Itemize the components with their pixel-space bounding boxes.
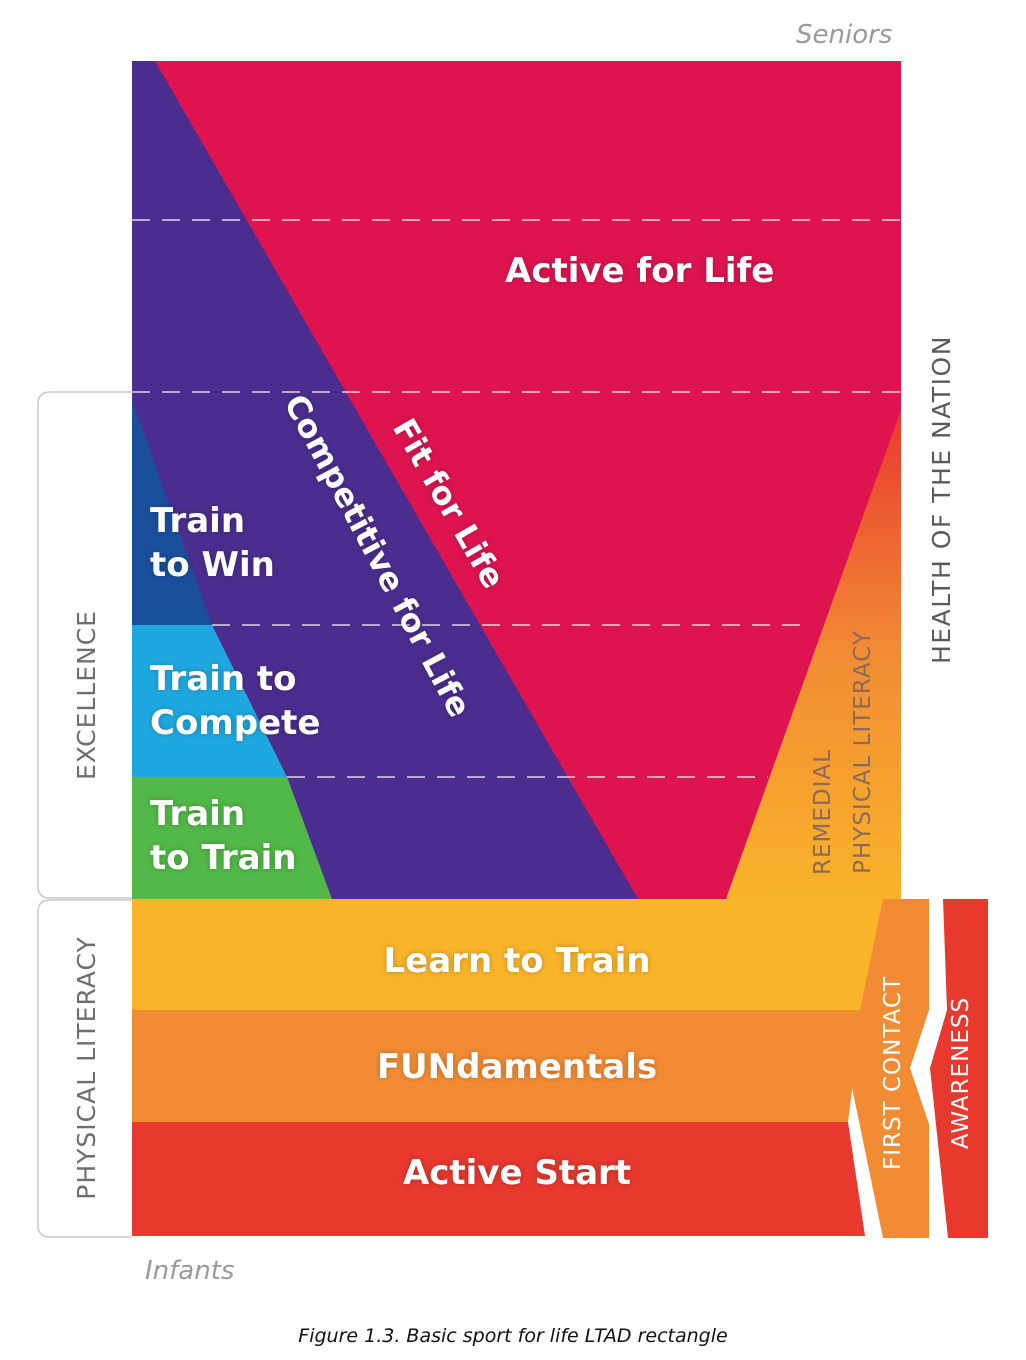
first-contact-shape (848, 899, 929, 1238)
fundamentals-band (132, 1010, 862, 1122)
train-to-train-area (132, 777, 332, 899)
physical-literacy-label: PHYSICAL LITERACY (72, 936, 101, 1200)
awareness-shape (930, 899, 988, 1238)
competitive-for-life-area (132, 61, 638, 899)
first-contact-label: FIRST CONTACT (880, 975, 906, 1171)
active-for-life-label: Active for Life (505, 251, 775, 291)
remedial-physical-literacy-area (726, 410, 901, 899)
remedial-label: REMEDIAL (810, 749, 836, 875)
health-of-the-nation-label: HEALTH OF THE NATION (927, 335, 956, 664)
learn-to-train-band (132, 899, 883, 1010)
figure-caption: Figure 1.3. Basic sport for life LTAD re… (298, 1325, 728, 1347)
train-to-win-label: Train to Win (150, 501, 275, 585)
excellence-label: EXCELLENCE (72, 610, 101, 780)
active-start-band (132, 1122, 865, 1236)
fundamentals-label: FUNdamentals (376, 1047, 658, 1087)
active-start-label: Active Start (402, 1153, 632, 1193)
train-to-compete-label: Train to Compete (150, 659, 321, 743)
age-divider-lines (132, 219, 901, 778)
awareness-label: AWARENESS (948, 996, 974, 1150)
train-to-compete-area (132, 625, 287, 777)
remedial-physical-literacy-label: PHYSICAL LITERACY (850, 630, 876, 874)
infants-label: Infants (145, 1256, 235, 1286)
physical-literacy-bracket (37, 899, 132, 1238)
excellence-bracket (37, 391, 132, 899)
train-to-train-label: Train to Train (150, 794, 297, 878)
seniors-label: Seniors (796, 20, 893, 50)
train-to-win-area (132, 400, 212, 625)
learn-to-train-label: Learn to Train (383, 941, 651, 981)
